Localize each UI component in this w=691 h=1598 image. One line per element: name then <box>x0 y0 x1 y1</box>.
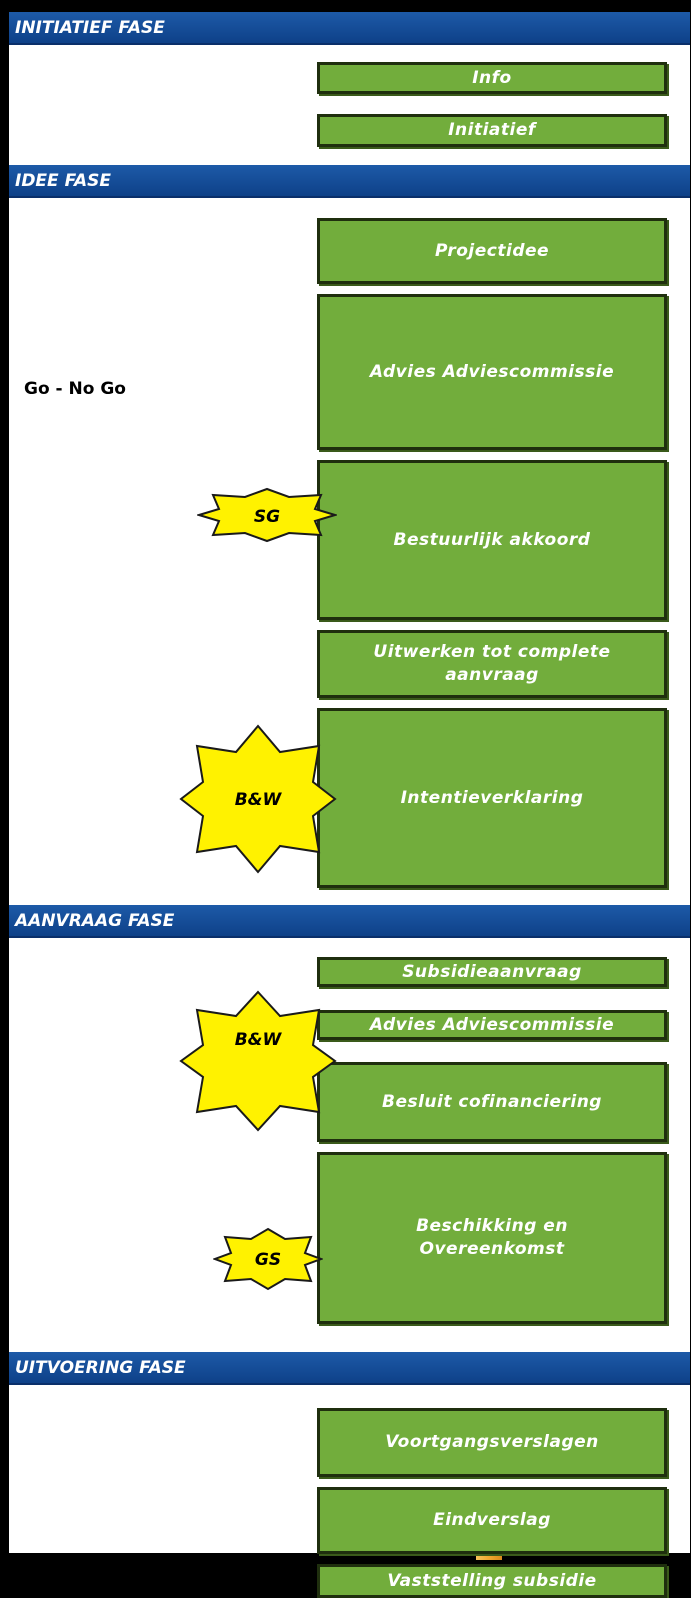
go-no-go-label: Go - No Go <box>24 379 126 399</box>
step-vaststelling-subsidie: Vaststelling subsidie <box>317 1564 667 1598</box>
step-subsidieaanvraag: Subsidieaanvraag <box>317 957 667 987</box>
phase-idee: IDEE FASE <box>9 165 690 198</box>
step-voortgangsverslagen: Voortgangsverslagen <box>317 1408 667 1477</box>
badge-bw-1-label: B&W <box>235 790 283 810</box>
step-eindverslag: Eindverslag <box>317 1487 667 1554</box>
phase-uitvoering: UITVOERING FASE <box>9 1352 690 1385</box>
step-initiatief: Initiatief <box>317 114 667 147</box>
badge-sg-label: SG <box>254 507 280 527</box>
step-advies-adviescommissie: Advies Adviescommissie <box>317 294 667 450</box>
step-advies-adviescommissie-2: Advies Adviescommissie <box>317 1010 667 1040</box>
step-projectidee: Projectidee <box>317 218 667 284</box>
badge-bw-1: B&W <box>179 724 337 874</box>
step-besluit-cofinanciering: Besluit cofinanciering <box>317 1062 667 1142</box>
step-info: Info <box>317 62 667 94</box>
step-intentieverklaring: Intentieverklaring <box>317 708 667 888</box>
badge-sg: SG <box>197 487 337 543</box>
phase-initiatief: INITIATIEF FASE <box>9 12 690 45</box>
badge-bw-2: B&W <box>179 990 337 1132</box>
phase-aanvraag: AANVRAAG FASE <box>9 905 690 938</box>
badge-bw-2-label: B&W <box>235 1030 283 1050</box>
step-uitwerken-aanvraag: Uitwerken tot complete aanvraag <box>317 630 667 698</box>
badge-gs-label: GS <box>255 1250 281 1270</box>
step-bestuurlijk-akkoord: Bestuurlijk akkoord <box>317 460 667 620</box>
diagram-frame: INITIATIEF FASE IDEE FASE AANVRAAG FASE … <box>9 12 690 1598</box>
step-beschikking-overeenkomst: Beschikking en Overeenkomst <box>317 1152 667 1324</box>
badge-gs: GS <box>213 1227 323 1291</box>
